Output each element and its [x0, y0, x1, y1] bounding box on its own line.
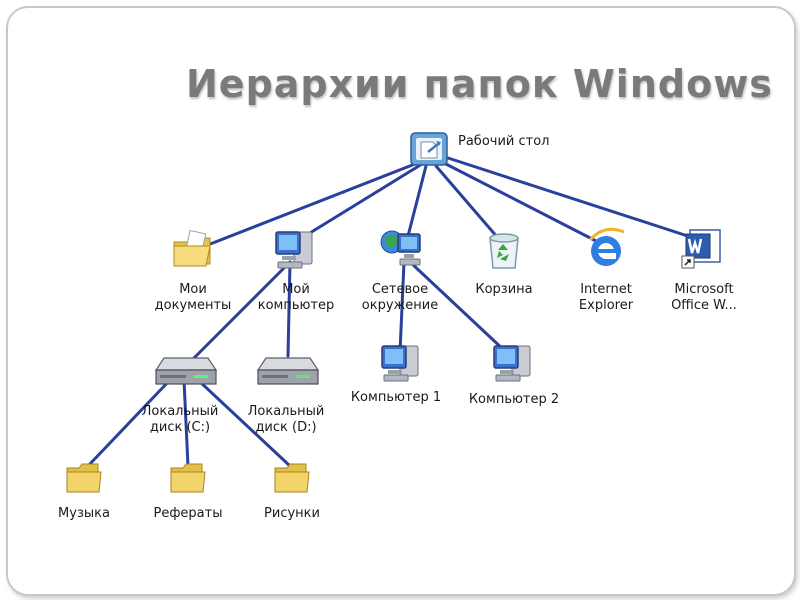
node-network[interactable] [380, 226, 428, 270]
connector-diskc-pictures [196, 378, 292, 468]
computer-icon [275, 231, 313, 269]
label-essays: Рефераты [153, 506, 223, 521]
label-computer-2: Компьютер 2 [468, 392, 560, 407]
label-office-word: Microsoft Office W... [671, 282, 737, 313]
connector-network-comp2 [408, 260, 508, 354]
connector-desktop-ie [440, 160, 600, 244]
connector-desktop-recycle [434, 164, 500, 240]
connector-desktop-computer [290, 162, 424, 246]
slide-title: Иерархии папок Windows [186, 62, 773, 106]
documents-folder-icon [173, 229, 211, 267]
desktop-icon [410, 132, 448, 166]
label-pictures: Рисунки [264, 506, 320, 521]
connector-computer-diskc [188, 260, 292, 364]
node-internet-explorer[interactable] [584, 226, 628, 272]
label-desktop: Рабочий стол [458, 134, 550, 149]
node-office-word[interactable] [680, 226, 726, 272]
folder-icon [170, 463, 206, 493]
connector-desktop-network [406, 164, 428, 238]
node-disk-c[interactable] [154, 352, 218, 388]
node-desktop[interactable] [408, 130, 452, 170]
node-computer-1[interactable] [378, 340, 422, 384]
connector-diskc-music [86, 378, 172, 468]
label-disk-c: Локальный диск (C:) [141, 404, 219, 435]
label-internet-explorer: Internet Explorer [578, 282, 634, 313]
hard-drive-icon [256, 357, 320, 385]
connector-computer-diskd [286, 260, 292, 358]
label-recycle-bin: Корзина [475, 282, 533, 297]
network-icon [380, 230, 421, 266]
node-essays[interactable] [168, 460, 208, 496]
internet-explorer-icon [588, 227, 625, 266]
recycle-bin-icon [489, 233, 519, 269]
node-my-computer[interactable] [272, 226, 316, 272]
label-disk-d: Локальный диск (D:) [247, 404, 325, 435]
label-computer-1: Компьютер 1 [350, 390, 442, 405]
folder-icon [66, 463, 102, 493]
computer-icon [493, 345, 531, 382]
word-shortcut-icon [681, 229, 721, 269]
node-pictures[interactable] [272, 460, 312, 496]
node-my-documents[interactable] [170, 228, 216, 272]
node-recycle-bin[interactable] [484, 228, 524, 272]
node-computer-2[interactable] [490, 340, 534, 384]
hard-drive-icon [154, 357, 218, 385]
folder-icon [274, 463, 310, 493]
label-my-computer: Мой компьютер [257, 282, 335, 313]
connector-network-comp1 [398, 260, 406, 354]
label-network: Сетевое окружение [361, 282, 439, 313]
connector-desktop-word [446, 156, 702, 242]
connector-desktop-documents [198, 160, 422, 250]
label-music: Музыка [58, 506, 110, 521]
connector-diskc-essays [182, 378, 190, 468]
computer-icon [381, 345, 419, 382]
node-disk-d[interactable] [256, 352, 320, 388]
node-music[interactable] [64, 460, 104, 496]
label-my-documents: Мои документы [154, 282, 232, 313]
